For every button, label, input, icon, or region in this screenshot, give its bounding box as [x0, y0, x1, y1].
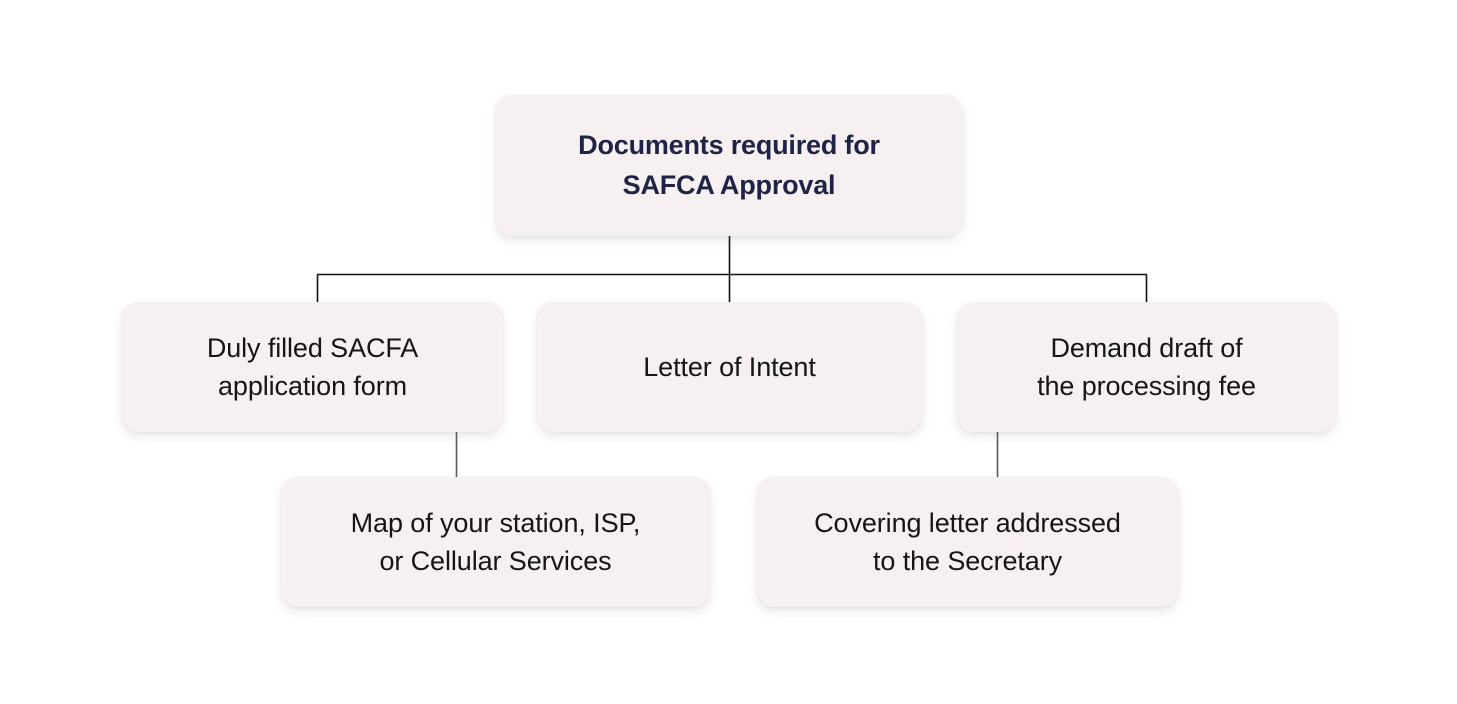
node-letter-of-intent[interactable]: Letter of Intent [537, 302, 922, 432]
node-covering-letter-secretary[interactable]: Covering letter addressed to the Secreta… [757, 477, 1178, 607]
node-root-documents-required[interactable]: Documents required for SAFCA Approval [496, 95, 962, 236]
node-duly-filled-sacfa-application-form[interactable]: Duly filled SACFA application form [122, 302, 503, 432]
node-map-of-station-isp-cellular[interactable]: Map of your station, ISP, or Cellular Se… [281, 477, 710, 607]
node-label: Letter of Intent [643, 351, 816, 382]
node-label: Duly filled SACFA application form [206, 332, 419, 401]
node-label: Map of your station, ISP, or Cellular Se… [350, 507, 641, 576]
node-root-label: Documents required for SAFCA Approval [578, 130, 880, 200]
node-label: Covering letter addressed to the Secreta… [814, 507, 1121, 576]
node-demand-draft-processing-fee[interactable]: Demand draft of the processing fee [957, 302, 1336, 432]
node-label: Demand draft of the processing fee [1037, 332, 1256, 401]
